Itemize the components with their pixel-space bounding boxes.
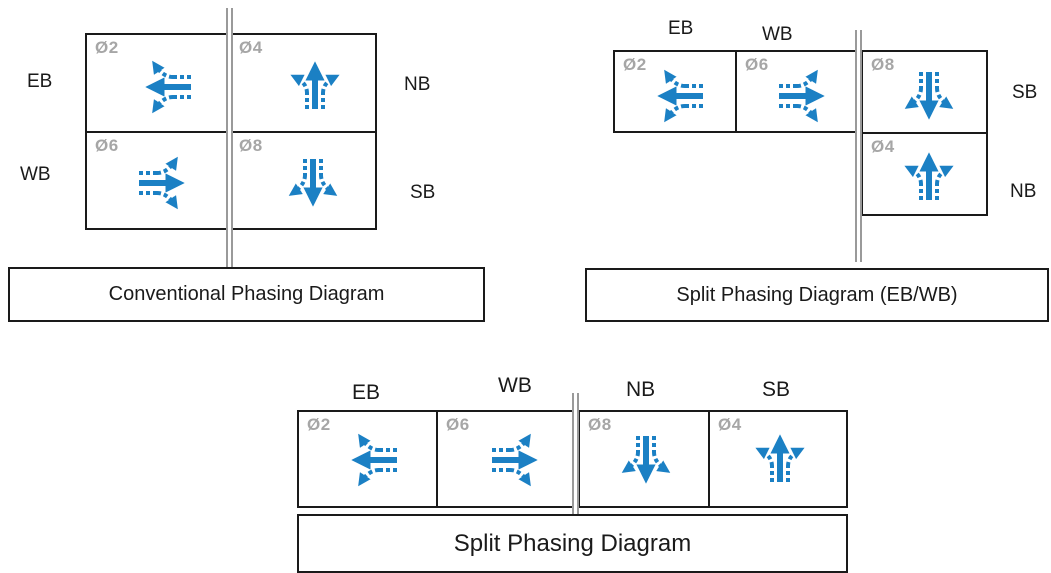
westbound-arrow-icon — [143, 57, 199, 119]
direction-label-sb: SB — [410, 182, 436, 203]
phase-label: Ø4 — [239, 38, 263, 57]
phase-label: Ø8 — [871, 55, 895, 74]
northbound-arrow-icon — [289, 59, 345, 121]
southbound-arrow-icon — [903, 66, 959, 128]
direction-label-nb: NB — [626, 378, 656, 401]
diagram-title: Split Phasing Diagram (EB/WB) — [585, 268, 1049, 322]
phase-cell-8: Ø8 — [861, 50, 988, 134]
phase-cell-4: Ø4 — [708, 410, 848, 508]
southbound-arrow-icon — [620, 430, 676, 492]
phase-label: Ø6 — [745, 55, 769, 74]
barrier-line — [226, 8, 233, 280]
phase-cell-2: Ø2 — [613, 50, 737, 133]
northbound-arrow-icon — [754, 432, 810, 494]
phase-label: Ø6 — [95, 136, 119, 155]
phase-cell-4: Ø4 — [861, 132, 988, 216]
phase-cell-4: Ø4 — [229, 33, 377, 133]
barrier-line — [855, 30, 862, 262]
phase-cell-6: Ø6 — [436, 410, 577, 508]
westbound-arrow-icon — [655, 66, 711, 128]
direction-label-eb: EB — [668, 18, 694, 39]
westbound-arrow-icon — [349, 430, 405, 492]
direction-label-sb: SB — [1012, 82, 1038, 103]
northbound-arrow-icon — [903, 150, 959, 212]
phase-cell-2: Ø2 — [297, 410, 438, 508]
direction-label-wb: WB — [20, 164, 51, 185]
phase-label: Ø2 — [307, 415, 331, 434]
eastbound-arrow-icon — [488, 430, 544, 492]
direction-label-nb: NB — [1010, 181, 1037, 202]
direction-label-wb: WB — [498, 374, 532, 397]
phase-label: Ø2 — [95, 38, 119, 57]
diagram-title: Conventional Phasing Diagram — [8, 267, 485, 322]
eastbound-arrow-icon — [775, 66, 831, 128]
eastbound-arrow-icon — [135, 153, 191, 215]
direction-label-eb: EB — [352, 381, 381, 404]
phase-label: Ø6 — [446, 415, 470, 434]
phase-label: Ø4 — [871, 137, 895, 156]
phase-cell-8: Ø8 — [229, 131, 377, 230]
southbound-arrow-icon — [287, 153, 343, 215]
phase-cell-6: Ø6 — [735, 50, 859, 133]
phase-label: Ø8 — [588, 415, 612, 434]
direction-label-wb: WB — [762, 24, 793, 45]
phase-label: Ø4 — [718, 415, 742, 434]
diagram-title: Split Phasing Diagram — [297, 514, 848, 573]
phase-cell-8: Ø8 — [578, 410, 710, 508]
phase-cell-2: Ø2 — [85, 33, 231, 133]
phase-label: Ø8 — [239, 136, 263, 155]
barrier-line — [572, 393, 579, 531]
direction-label-eb: EB — [27, 71, 53, 92]
phase-label: Ø2 — [623, 55, 647, 74]
phase-cell-6: Ø6 — [85, 131, 231, 230]
direction-label-nb: NB — [404, 74, 431, 95]
direction-label-sb: SB — [762, 378, 791, 401]
